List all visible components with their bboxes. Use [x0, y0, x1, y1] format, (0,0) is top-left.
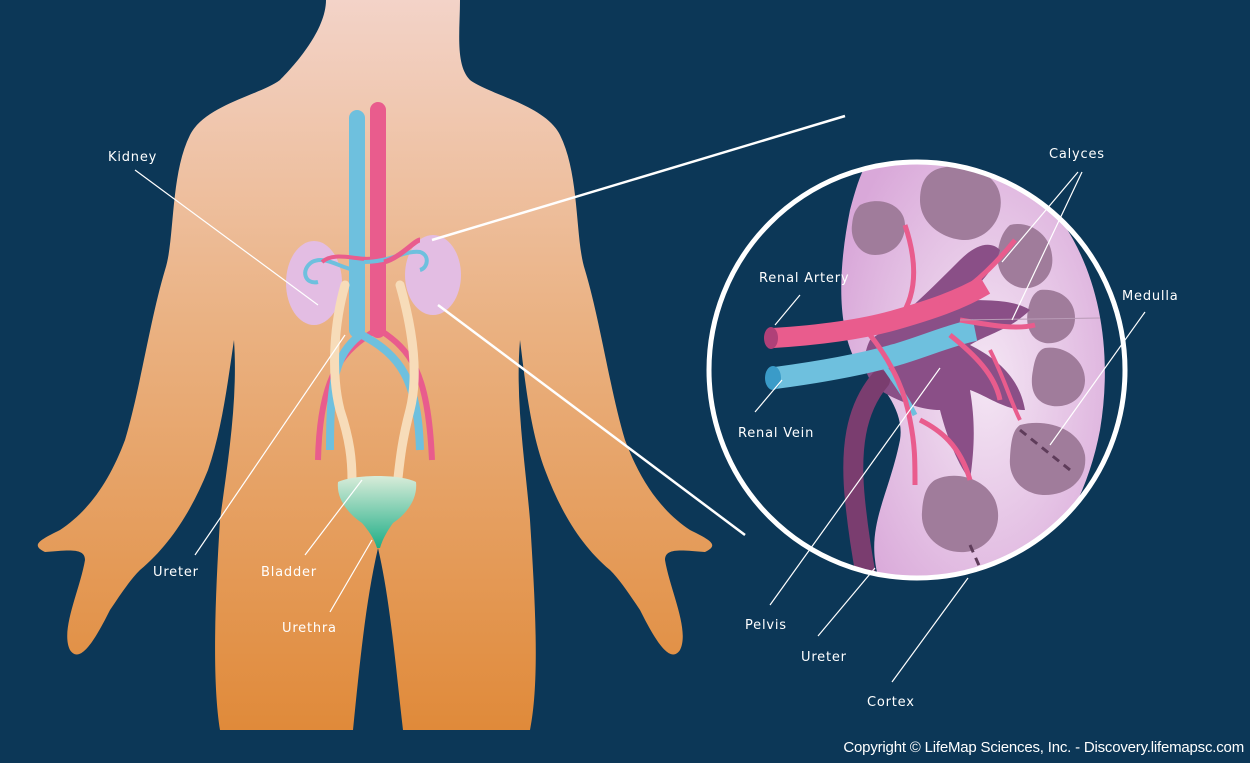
- label-ureter-body: Ureter: [153, 565, 199, 580]
- renal-artery-opening: [764, 327, 778, 349]
- zoom-line-top: [431, 114, 846, 242]
- medulla-pyramid-6: [1009, 422, 1086, 495]
- right-kidney: [405, 235, 461, 315]
- right-ureter: [393, 280, 419, 483]
- pelvis-leader: [769, 367, 941, 606]
- copyright-notice: Copyright © LifeMap Sciences, Inc. - Dis…: [843, 739, 1244, 756]
- medulla-leader: [1049, 311, 1146, 446]
- bladder-shape: [337, 476, 417, 548]
- medulla-pyramid-7: [921, 475, 999, 553]
- label-renal-artery: Renal Artery: [759, 271, 849, 286]
- left-ureter: [330, 280, 357, 485]
- ureter-detail-leader: [817, 567, 876, 637]
- left-renal-artery: [320, 254, 375, 264]
- calyces-leader-2: [1011, 171, 1083, 321]
- label-bladder: Bladder: [261, 565, 317, 580]
- artery-branch-6: [918, 417, 973, 481]
- zoom-line-bottom: [437, 303, 746, 537]
- label-cortex: Cortex: [867, 695, 915, 710]
- kidney-leader: [134, 169, 319, 306]
- medulla-pyramid-1: [920, 166, 1001, 240]
- artery-branch-3: [959, 317, 1036, 330]
- label-calyces: Calyces: [1049, 147, 1105, 162]
- detail-renal-artery: [772, 276, 991, 348]
- right-renal-artery: [383, 237, 421, 265]
- vein-branch: [877, 358, 918, 417]
- label-urethra: Urethra: [282, 621, 337, 636]
- ureter-body-leader: [194, 334, 346, 556]
- thin-boundary-line: [959, 317, 1101, 321]
- renal-pelvis: [864, 244, 1030, 480]
- body-silhouette: [37, 0, 713, 730]
- label-medulla: Medulla: [1122, 289, 1179, 304]
- label-renal-vein: Renal Vein: [738, 426, 814, 441]
- medulla-dashed-line: [1019, 428, 1071, 472]
- bladder-leader: [304, 479, 363, 556]
- artery-branch-4: [948, 333, 1003, 401]
- calyces-leader-1: [1001, 171, 1079, 263]
- renal-vein-leader: [754, 379, 783, 413]
- medulla-pyramid-5: [1031, 347, 1085, 407]
- leader-lines: [134, 169, 1146, 683]
- detail-circle-border: [706, 159, 1128, 581]
- artery-branch-7: [988, 349, 1022, 421]
- renal-artery-leader: [774, 294, 801, 326]
- artery-branch-2: [938, 238, 1017, 308]
- medulla-pyramid-3: [997, 224, 1053, 289]
- detail-renal-vein: [773, 319, 978, 389]
- artery-branch-5: [868, 333, 918, 486]
- medulla-pyramid-4: [1027, 289, 1075, 344]
- medulla-pyramid-2: [851, 201, 905, 255]
- detail-ureter: [843, 370, 890, 578]
- label-ureter-detail: Ureter: [801, 650, 847, 665]
- iliac-vein-right: [360, 331, 424, 451]
- left-renal-vein: [303, 258, 356, 285]
- renal-vein-opening: [765, 366, 781, 390]
- kidney-detail: [764, 162, 1105, 578]
- label-kidney: Kidney: [108, 150, 157, 165]
- cortex-leader: [891, 577, 969, 683]
- label-pelvis: Pelvis: [745, 618, 787, 633]
- artery-branch-1: [897, 224, 917, 320]
- urethra-leader: [329, 539, 373, 613]
